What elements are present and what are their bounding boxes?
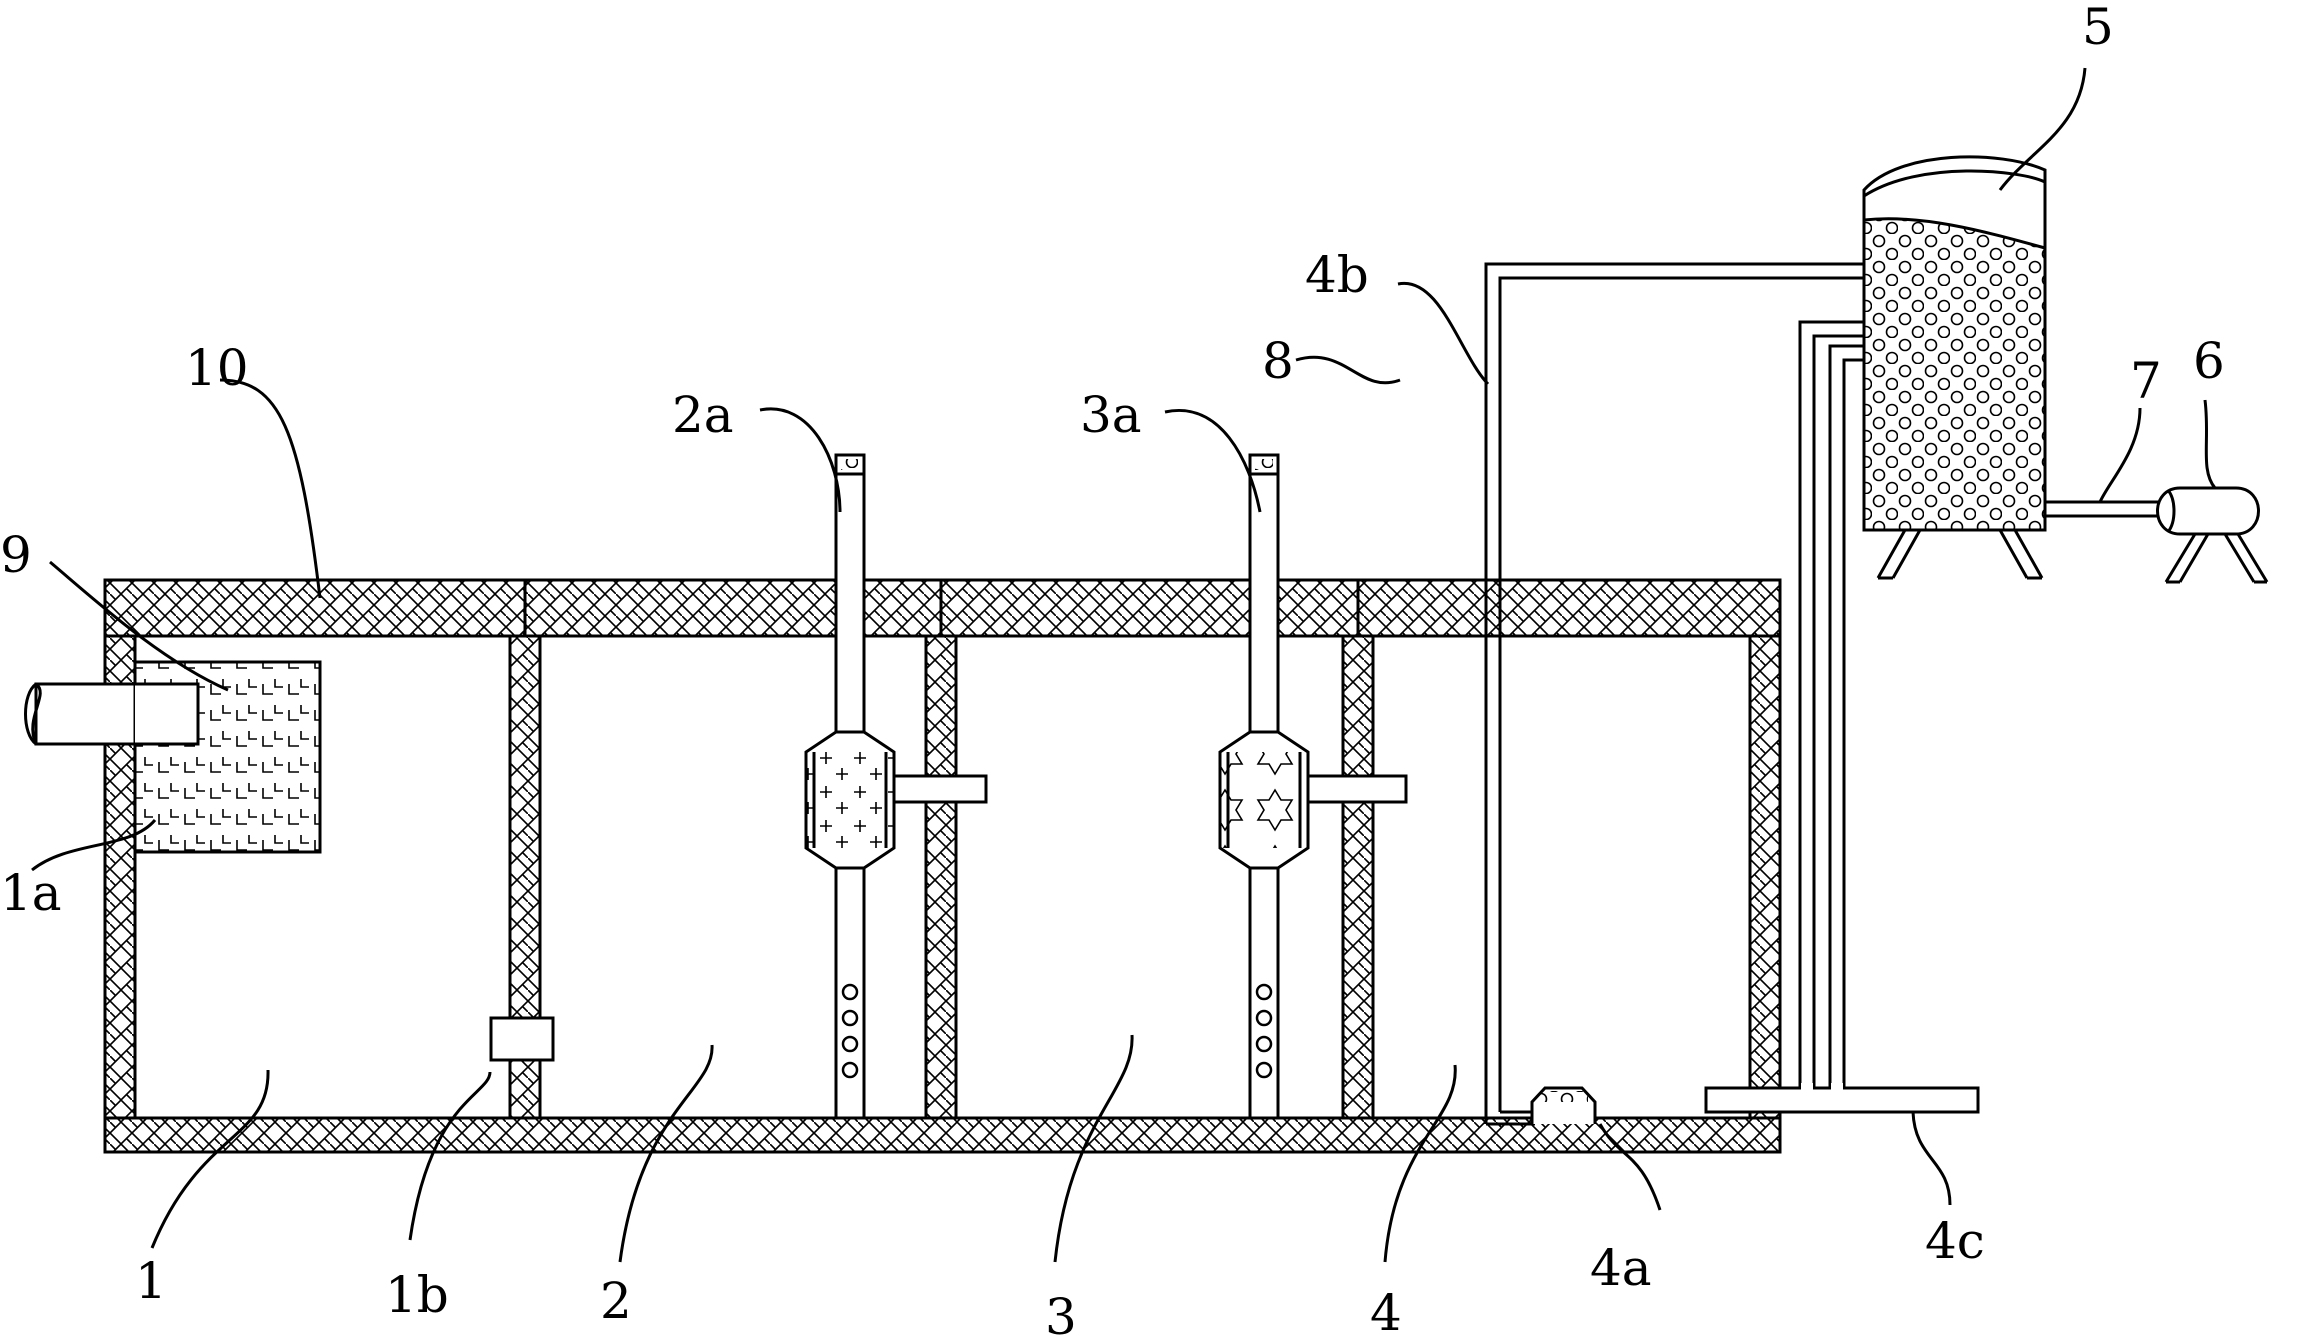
label-4c: 4c <box>1925 1212 1985 1270</box>
label-1: 1 <box>135 1252 167 1310</box>
pipe-8 <box>1798 320 1864 1088</box>
pipe-7 <box>2045 500 2168 518</box>
pipe-4b <box>1484 262 1864 1126</box>
partition-valve <box>489 1016 555 1062</box>
column-2a <box>804 453 988 1120</box>
labels: 9 1a 10 1 1b 2 2a 3 3a 4 4a 4b 4c 5 6 7 … <box>0 0 2225 1340</box>
label-10: 10 <box>185 339 249 397</box>
label-2a: 2a <box>672 386 734 444</box>
main-tank <box>103 578 1782 1154</box>
label-1b: 1b <box>385 1266 449 1324</box>
pump-6 <box>2156 486 2269 584</box>
label-4a: 4a <box>1590 1239 1652 1297</box>
label-3: 3 <box>1045 1288 1077 1340</box>
vessel-5 <box>1862 155 2047 580</box>
label-2: 2 <box>600 1272 632 1330</box>
leader-lines <box>31 67 2217 1263</box>
label-4: 4 <box>1370 1284 1402 1340</box>
partition-3-4 <box>1341 634 1375 1120</box>
pipe-4c <box>1704 344 1980 1114</box>
label-6: 6 <box>2193 332 2225 390</box>
label-1a: 1a <box>0 864 62 922</box>
diffuser-4a <box>1530 1086 1597 1124</box>
label-9: 9 <box>0 526 32 584</box>
label-8: 8 <box>1262 332 1294 390</box>
screen-basket <box>133 660 322 854</box>
label-7: 7 <box>2130 352 2162 410</box>
label-3a: 3a <box>1080 386 1142 444</box>
column-3a <box>1218 453 1408 1120</box>
tank-right-wall <box>1748 634 1782 1120</box>
label-4b: 4b <box>1305 246 1369 304</box>
label-5: 5 <box>2082 0 2114 56</box>
partition-2-3 <box>924 634 958 1120</box>
